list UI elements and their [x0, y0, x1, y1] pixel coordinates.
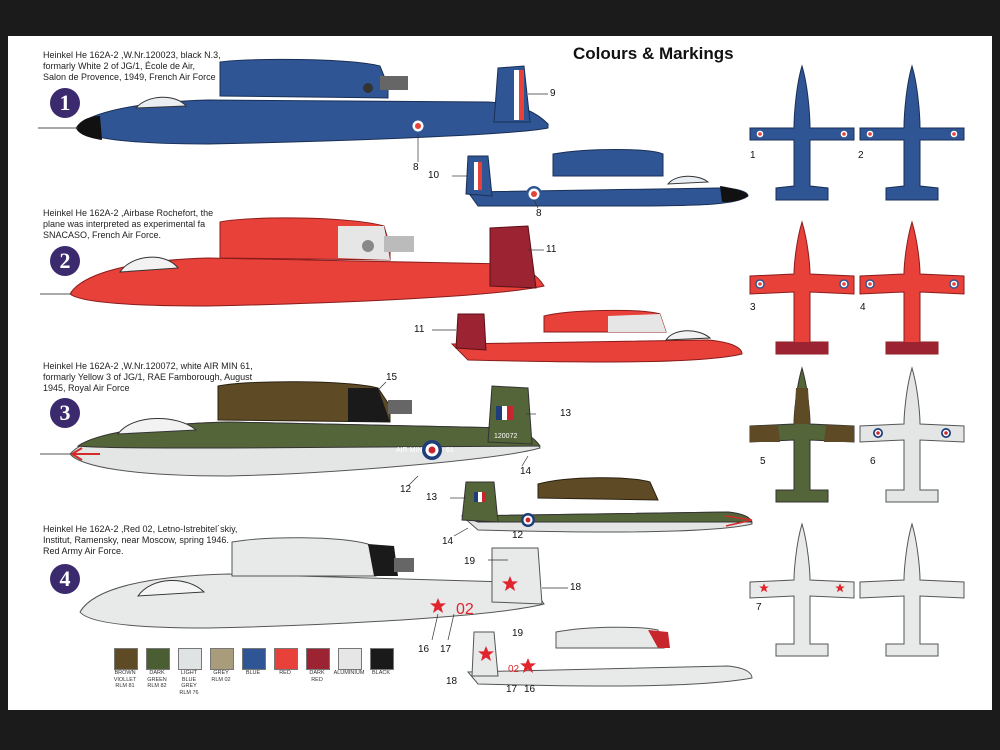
- callout-13b: 13: [426, 492, 438, 503]
- sheet-title: Colours & Markings: [573, 44, 734, 63]
- callout-16b: 16: [524, 684, 536, 695]
- scheme-1-second-profile: [465, 149, 749, 207]
- swatch-label-aluminium: ALUMINIUM: [333, 670, 365, 676]
- callout-4: 4: [860, 302, 866, 313]
- swatch-aluminium: [338, 648, 362, 670]
- callout-5: 5: [760, 456, 766, 467]
- scheme-3-code: AIR MIN: [396, 447, 422, 454]
- scheme-2-main-profile: [40, 217, 545, 307]
- callout-14b: 14: [442, 536, 454, 547]
- swatch-dark-red: [306, 648, 330, 670]
- swatch-brown-violet: [114, 648, 138, 670]
- callout-17b: 17: [506, 684, 518, 695]
- callout-9: 9: [550, 88, 556, 99]
- callout-19b: 19: [512, 628, 524, 639]
- swatch-label-black: BLACK: [371, 670, 391, 676]
- callout-12b: 12: [512, 530, 524, 541]
- plan-1-lower: [859, 64, 965, 201]
- plan-3-upper: [749, 366, 855, 503]
- swatch-blue: [242, 648, 266, 670]
- swatch-label-blue: BLUE: [245, 670, 261, 676]
- callout-17a: 17: [440, 644, 452, 655]
- callout-6: 6: [870, 456, 876, 467]
- scheme-1-badge: 1: [50, 88, 80, 118]
- plan-4-upper: [749, 522, 855, 657]
- callout-8b: 8: [536, 208, 542, 219]
- callout-13a: 13: [560, 408, 572, 419]
- scheme-4-second-number: 02: [508, 664, 520, 675]
- plan-4-lower: [859, 522, 965, 657]
- markings-sheet: Colours & Markings Heinkel He 162A-2 ,W.…: [8, 36, 992, 710]
- aircraft-illustrations: 120072 AIR MIN 61 02: [38, 58, 965, 687]
- plan-2-lower: [859, 220, 965, 355]
- callout-7: 7: [756, 602, 762, 613]
- leader-lines: [377, 93, 568, 641]
- callout-8a: 8: [413, 162, 419, 173]
- swatch-red: [274, 648, 298, 670]
- scheme-4-main-profile: 02: [79, 537, 545, 629]
- scheme-4-badge: 4: [50, 564, 80, 594]
- callout-3: 3: [750, 302, 756, 313]
- scheme-1-caption: Heinkel He 162A-2 ,W.Nr.120023, black N.…: [43, 50, 221, 82]
- scheme-4-caption: Heinkel He 162A-2 ,Red 02, Letno-Istrebi…: [43, 524, 238, 556]
- scheme-2-badge: 2: [50, 246, 80, 276]
- scheme-2-second-profile: [450, 309, 743, 363]
- callout-1: 1: [750, 150, 756, 161]
- swatch-dark-green: [146, 648, 170, 670]
- plan-2-upper: [749, 220, 855, 355]
- callout-11b: 11: [414, 324, 425, 335]
- scheme-3-main-profile: 120072 AIR MIN 61: [40, 381, 541, 477]
- swatch-grey: [210, 648, 234, 670]
- scheme-3-badge: 3: [50, 398, 80, 428]
- scheme-1-main-profile: [38, 58, 549, 145]
- plan-1-upper: [749, 64, 855, 201]
- callout-11a: 11: [546, 244, 557, 255]
- callout-14a: 14: [520, 466, 532, 477]
- swatch-black: [370, 648, 394, 670]
- callout-19a: 19: [464, 556, 476, 567]
- callout-10: 10: [428, 170, 440, 181]
- scheme-2-caption: Heinkel He 162A-2 ,Airbase Rochefort, th…: [43, 208, 214, 240]
- callout-2: 2: [858, 150, 864, 161]
- scheme-4-second-profile: 02: [466, 626, 753, 687]
- scheme-3-serial: 120072: [494, 433, 517, 440]
- callout-18b: 18: [446, 676, 458, 687]
- callout-15: 15: [386, 372, 398, 383]
- swatch-light-blue-grey: [178, 648, 202, 670]
- plan-3-lower: [859, 366, 965, 503]
- scheme-3-caption: Heinkel He 162A-2 ,W.Nr.120072, white AI…: [43, 361, 253, 393]
- swatch-label-red: RED: [279, 670, 291, 676]
- scheme-4-number: 02: [456, 601, 474, 618]
- scheme-3-second-profile: [460, 477, 753, 533]
- callout-12a: 12: [400, 484, 412, 495]
- callout-16a: 16: [418, 644, 430, 655]
- callout-18a: 18: [570, 582, 582, 593]
- plan-views: [749, 64, 965, 657]
- scheme-3-code-suffix: 61: [446, 447, 454, 454]
